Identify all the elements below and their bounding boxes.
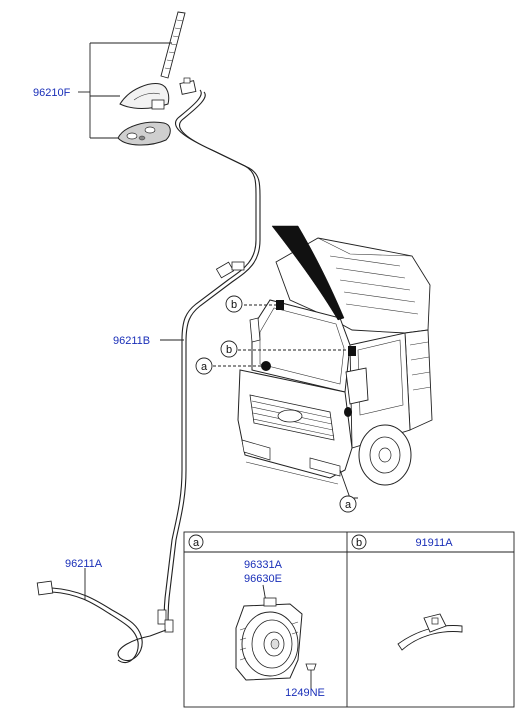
speaker-illustration — [235, 597, 303, 681]
antenna-mast — [160, 11, 186, 79]
panel-b-header: b — [351, 534, 367, 550]
svg-text:a: a — [201, 361, 208, 373]
marker-a-bottom: a — [339, 495, 357, 513]
marker-a-left: a — [195, 357, 213, 375]
cable-tie-illustration — [397, 613, 463, 651]
panel-a-fastener: 1249NE — [285, 687, 325, 699]
svg-text:a: a — [345, 499, 352, 511]
svg-text:b: b — [226, 344, 232, 356]
extension-cable — [36, 568, 167, 664]
svg-text:b: b — [231, 299, 237, 311]
svg-text:a: a — [193, 537, 200, 549]
antenna-assembly — [78, 11, 197, 146]
feeder-cable — [157, 89, 261, 633]
panel-b-part-1: 91911A — [415, 537, 453, 549]
antenna-base-gasket — [117, 121, 171, 146]
panel-a-header: a — [188, 534, 204, 550]
truck-cab-illustration — [213, 225, 433, 499]
marker-b-lower: b — [220, 340, 238, 358]
detail-panels: a 96331A 96630E 1249NE b — [183, 531, 515, 708]
callout-antenna-assembly: 96210F — [33, 87, 71, 99]
clip-location — [276, 300, 284, 310]
callout-extension-cable: 96211A — [65, 558, 103, 570]
marker-b-upper: b — [225, 295, 243, 313]
panel-a-part-2: 96630E — [244, 573, 282, 585]
panel-a-part-1: 96331A — [244, 559, 283, 571]
speaker-location — [261, 361, 271, 371]
screw-illustration — [305, 663, 317, 690]
antenna-location-pointer — [271, 225, 345, 321]
callout-feeder-cable: 96211B — [113, 335, 150, 347]
svg-text:b: b — [356, 537, 362, 549]
